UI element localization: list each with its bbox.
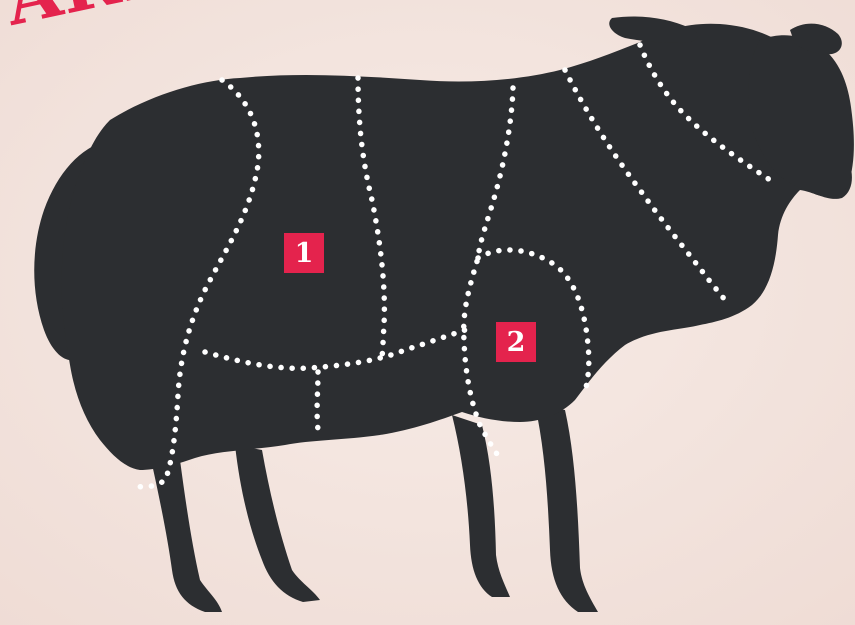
cut-line-shoulder (460, 85, 516, 461)
back-right-leg (235, 445, 320, 602)
cut-marker-2: 2 (496, 322, 536, 362)
cut-line-shoulder-arc (475, 247, 592, 395)
neck-fleece (609, 16, 698, 43)
cut-line-flank (314, 369, 321, 433)
head (748, 35, 854, 197)
front-left-leg (452, 415, 510, 597)
cut-line-belly (202, 327, 468, 372)
cut-lines (129, 42, 773, 490)
cut-line-neck (562, 67, 728, 303)
cut-marker-1: 1 (284, 233, 324, 273)
ear (790, 23, 842, 55)
front-right-leg (535, 405, 598, 612)
cut-line-rump (129, 77, 262, 490)
cut-line-loin-back (355, 75, 388, 359)
back-left-leg (150, 455, 222, 612)
tail (34, 140, 114, 361)
